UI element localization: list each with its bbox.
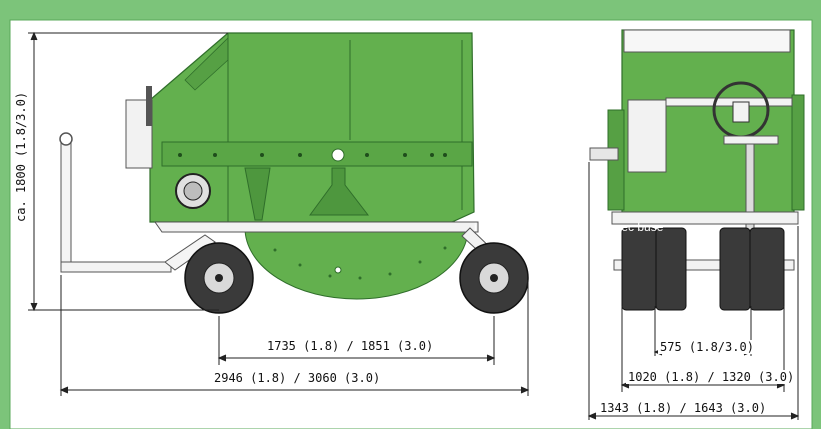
drum — [244, 227, 469, 300]
front-bumper — [613, 259, 795, 271]
front-control-box — [627, 99, 667, 173]
wheel-front — [184, 242, 254, 314]
border-right — [812, 0, 821, 429]
border-left — [0, 0, 10, 429]
handwheel-shaft — [146, 86, 152, 126]
drum-bolts — [273, 246, 447, 280]
chassis-frame — [154, 221, 479, 233]
front-side-right — [791, 94, 805, 211]
wheel-rear — [459, 242, 529, 314]
pto-shaft — [589, 147, 619, 161]
border-inner-line — [9, 19, 813, 429]
chute-center — [309, 167, 370, 216]
length-dimension-label: 2946 (1.8) / 3060 (3.0) — [212, 371, 383, 385]
drawbar-beam — [60, 261, 172, 273]
front-crossbar — [723, 135, 779, 145]
inner-track-dimension-label: 575 (1.8/3.0) — [658, 340, 756, 354]
hopper-rail — [161, 141, 473, 167]
overall-width-dimension-label: 1343 (1.8) / 1643 (3.0) — [598, 401, 769, 415]
side-view-machine — [59, 32, 529, 314]
track-dimension-label: 1020 (1.8) / 1320 (3.0) — [626, 370, 797, 384]
front-view-dimensions — [587, 162, 800, 420]
border-top — [0, 0, 821, 20]
rail-hub — [331, 148, 345, 162]
front-chassis — [611, 211, 799, 225]
side-view-dimensions — [28, 31, 530, 396]
chute-left — [244, 167, 271, 221]
front-rail — [665, 97, 793, 107]
rail-bolts — [178, 153, 447, 157]
drawbar-post — [60, 139, 72, 269]
partial-caption-left: i Arg — [474, 220, 499, 234]
height-dimension-label: ca. 1800 (1.8/3.0) — [14, 91, 28, 222]
pulley-inner — [183, 181, 203, 201]
front-top-plate — [623, 29, 791, 53]
drawbar-link — [164, 234, 216, 271]
front-tires — [621, 227, 785, 311]
wheelbase-dimension-label: 1735 (1.8) / 1851 (3.0) — [265, 339, 436, 353]
drawbar-eye — [59, 132, 73, 146]
front-handwheel-hub — [732, 101, 750, 123]
front-view-machine — [589, 29, 805, 311]
partial-caption-right: ge avec buse — [592, 220, 664, 234]
